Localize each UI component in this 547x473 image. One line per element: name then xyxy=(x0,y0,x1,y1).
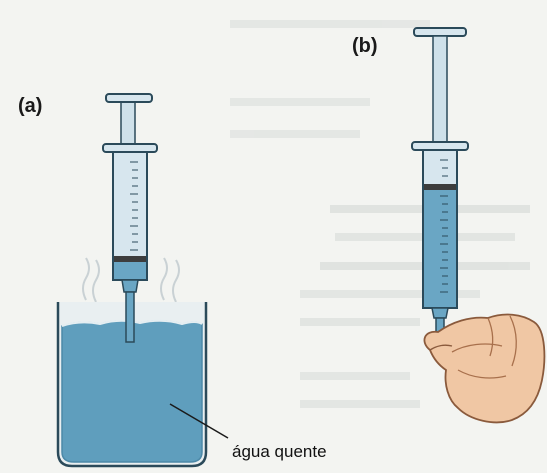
panel-a-label: (a) xyxy=(18,95,42,117)
panel-b-label: (b) xyxy=(352,35,378,57)
syringe-icon xyxy=(412,28,468,348)
hand-icon xyxy=(424,315,544,423)
water-label: água quente xyxy=(232,442,327,461)
